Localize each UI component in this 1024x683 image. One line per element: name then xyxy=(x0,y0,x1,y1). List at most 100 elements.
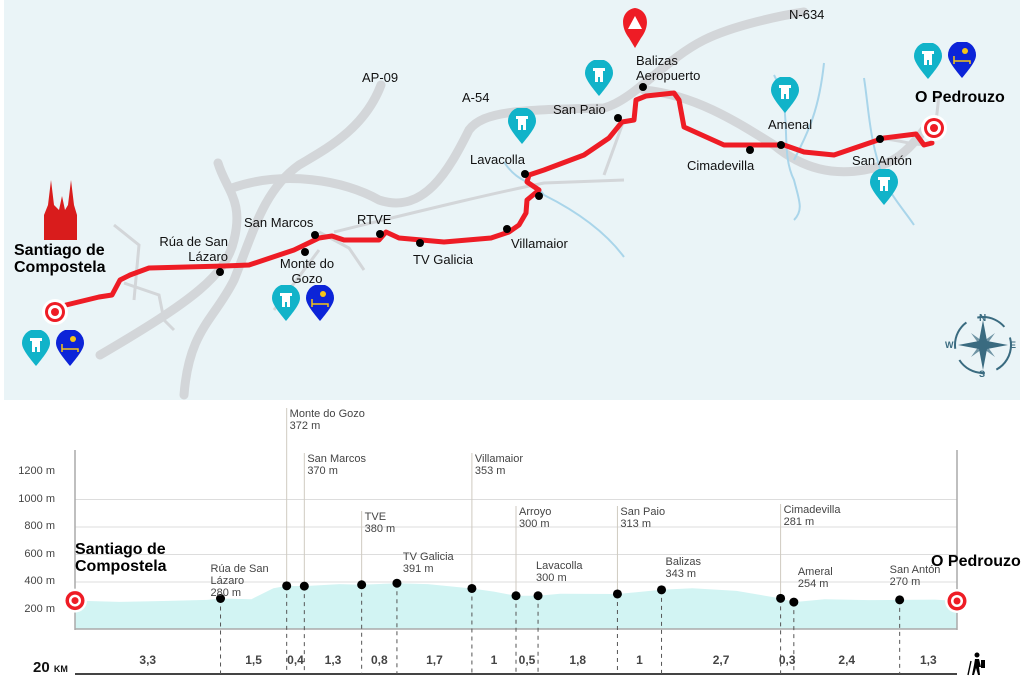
total-distance: 20 KM xyxy=(33,660,68,677)
waypoint-elevation: 254 m xyxy=(797,578,829,590)
y-tick-label: 400 m xyxy=(24,575,55,587)
waypoint-elevation: 300 m xyxy=(536,572,567,584)
waypoint-elevation: 280 m xyxy=(210,587,242,599)
place-rtve: RTVE xyxy=(357,212,392,227)
segment-distance: 1,7 xyxy=(426,653,443,667)
hiker-icon xyxy=(967,652,985,676)
place-balizas-aeropuerto: Balizas Aeropuerto xyxy=(636,53,701,83)
waypoint-elevation: 370 m xyxy=(307,465,338,477)
waypoint-name: San Marcos xyxy=(307,453,367,465)
waypoint-name: TVE xyxy=(364,511,387,523)
waypoint-elevation: 313 m xyxy=(620,518,651,530)
place-san-paio: San Paio xyxy=(553,102,606,117)
place-tv-galicia: TV Galicia xyxy=(413,252,473,267)
waypoint-elevation: 372 m xyxy=(289,420,321,432)
y-tick-label: 1200 m xyxy=(18,465,55,477)
segment-distance: 0,4 xyxy=(287,653,304,667)
waypoint-name: TV Galicia xyxy=(402,551,454,563)
segment-distance: 1 xyxy=(490,653,498,667)
end-label: O Pedrouzo xyxy=(915,89,1005,106)
waypoint-dot xyxy=(657,585,667,595)
place-cimadevilla: Cimadevilla xyxy=(687,158,755,173)
waypoint-elevation: 281 m xyxy=(783,516,815,528)
waypoint-dots xyxy=(216,83,884,276)
y-tick-label: 600 m xyxy=(24,547,55,560)
profile-start-label: Santiago de Compostela xyxy=(75,541,167,575)
compass-n: N xyxy=(979,313,987,324)
waypoint-dot xyxy=(392,578,402,588)
waypoint-name: San Antón xyxy=(889,564,941,576)
roads xyxy=(95,7,929,400)
segment-distance: 1,8 xyxy=(569,653,587,667)
target-center xyxy=(953,597,961,605)
waypoint-elevation: 270 m xyxy=(889,576,921,588)
waypoint-elevation: 380 m xyxy=(364,523,396,535)
waypoint-name: Ameral xyxy=(797,566,833,578)
segment-distance: 0,8 xyxy=(370,653,388,667)
place-amenal: Amenal xyxy=(768,117,813,132)
km-unit: KM xyxy=(53,664,68,674)
y-tick-label: 1000 m xyxy=(18,492,55,505)
y-tick-label: 200 m xyxy=(24,602,55,615)
compass-s: S xyxy=(979,369,986,379)
segment-distance: 2,4 xyxy=(838,653,856,667)
waypoint-dot xyxy=(895,595,905,605)
target-center xyxy=(71,597,79,605)
route-map: N E S W Santiago de Compostela O Pedrouz… xyxy=(4,0,1020,400)
waypoint-elevation: 391 m xyxy=(402,563,434,575)
segment-distance: 2,7 xyxy=(712,653,730,667)
segment-distance: 1 xyxy=(636,653,643,667)
waypoint-elevation: 343 m xyxy=(665,568,697,580)
waypoint-elevation: 353 m xyxy=(474,465,506,477)
segment-distance: 0,5 xyxy=(518,653,536,667)
road-a54: A-54 xyxy=(462,90,490,105)
y-tick-label: 800 m xyxy=(24,520,55,532)
waypoint-name: Balizas xyxy=(665,556,701,568)
cathedral-icon xyxy=(44,180,77,240)
waypoint-dot xyxy=(282,581,292,591)
waypoint-dot xyxy=(357,580,367,590)
waypoint-dot xyxy=(776,593,786,603)
compass-w: W xyxy=(945,340,954,350)
place-san-anton: San Antón xyxy=(852,153,912,168)
place-villamaior: Villamaior xyxy=(511,236,568,251)
road-ap09: AP-09 xyxy=(362,70,399,85)
waypoint-dot xyxy=(467,583,477,593)
profile-end-label: O Pedrouzo xyxy=(931,553,1021,570)
waypoint-dot xyxy=(511,591,521,601)
waypoint-name: Arroyo xyxy=(519,506,552,518)
waypoint-name: Lavacolla xyxy=(536,560,583,572)
waypoint-name: Cimadevilla xyxy=(783,504,841,516)
end-target-icon xyxy=(921,115,947,141)
segment-distance: 3,3 xyxy=(139,653,157,667)
waypoint-dot xyxy=(612,589,622,599)
map-drawing xyxy=(42,7,1012,400)
warning-pin-icon xyxy=(623,8,647,48)
waypoint-name: Villamaior xyxy=(474,453,523,465)
segment-distance: 1,3 xyxy=(324,653,342,667)
place-monte-do-gozo: Monte do Gozo xyxy=(279,256,335,286)
waypoint-name: Rúa de San Lázaro xyxy=(210,563,269,587)
place-san-marcos: San Marcos xyxy=(244,215,314,230)
place-lavacolla: Lavacolla xyxy=(470,152,525,167)
total-km: 20 xyxy=(33,659,50,676)
segment-distance: 1,3 xyxy=(919,653,937,667)
waypoint-name: San Paio xyxy=(620,506,666,518)
segment-distance: 0,3 xyxy=(778,653,796,667)
waypoint-elevation: 300 m xyxy=(519,518,550,530)
waypoint-dot xyxy=(216,594,226,603)
